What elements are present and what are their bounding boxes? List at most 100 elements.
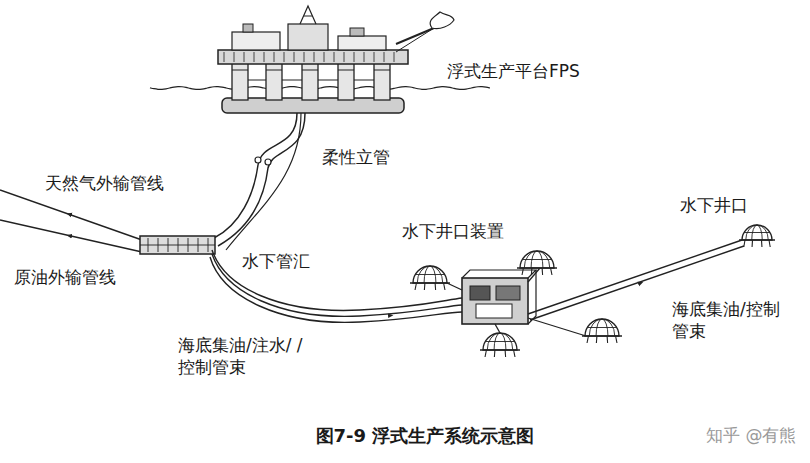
deck-rail	[344, 52, 345, 62]
dome-leg	[485, 350, 486, 357]
callout-label: 水下井口装置	[402, 220, 504, 242]
dome-leg	[616, 336, 617, 343]
wellhead-dome	[585, 319, 619, 336]
template-frame	[462, 270, 536, 278]
callout-label: 浮式生产平台FPS	[447, 60, 580, 82]
column	[266, 62, 282, 100]
dome-rib	[587, 327, 616, 328]
dome-leg	[551, 268, 552, 275]
deck-rail	[364, 52, 365, 62]
dome-rib	[522, 259, 551, 260]
dome-leg	[587, 336, 588, 343]
deck-module	[288, 24, 328, 50]
deck-rail	[294, 52, 295, 62]
template-module	[476, 304, 512, 318]
column-band	[266, 70, 282, 71]
subsea-manifold	[140, 236, 215, 254]
dome-leg	[761, 240, 763, 247]
deck-rail	[244, 52, 245, 62]
wellhead-dome	[742, 225, 772, 240]
dome-leg	[514, 350, 515, 357]
wellhead-dome	[413, 266, 447, 283]
dome-leg	[542, 268, 544, 275]
flare-flame	[430, 12, 454, 29]
dome-leg	[596, 336, 598, 343]
column-band	[374, 70, 390, 71]
dome-leg	[522, 268, 523, 275]
callout-label: 天然气外输管线	[45, 172, 164, 194]
brace	[318, 80, 338, 81]
deck-rail	[314, 52, 315, 62]
deck-rail	[384, 52, 385, 62]
gas-export-pipeline	[0, 190, 142, 240]
dome-leg	[531, 268, 533, 275]
callout-label: 水下管汇	[242, 250, 310, 272]
deck-equipment	[350, 28, 364, 36]
deck-rail	[394, 52, 395, 62]
column-band	[302, 70, 318, 71]
flowline	[528, 318, 586, 336]
dome-leg	[415, 283, 416, 290]
column-band	[338, 70, 354, 71]
flexible-riser	[226, 113, 301, 250]
deck-rail	[354, 52, 355, 62]
callout-label: 海底集油/控制 管束	[672, 298, 797, 342]
dome-rib	[415, 274, 444, 275]
column	[302, 62, 318, 100]
brace	[354, 80, 374, 81]
column	[232, 62, 248, 100]
riser-buoy	[265, 159, 271, 165]
dome-leg	[444, 283, 445, 290]
dome-leg	[607, 336, 609, 343]
flow-arrow	[69, 214, 70, 215]
callout-label: 海底集油/注水/ /控制管束	[178, 334, 343, 378]
template-module	[496, 286, 520, 300]
wellhead-dome	[483, 333, 517, 350]
watermark: 知乎 @有熊	[706, 424, 796, 446]
dome-leg	[751, 240, 753, 247]
flexible-riser	[218, 113, 305, 246]
column	[374, 62, 390, 100]
dome-leg	[505, 350, 507, 357]
deck-rail	[324, 52, 325, 62]
deck-rail	[254, 52, 255, 62]
deck-rail	[374, 52, 375, 62]
deck-module	[232, 32, 280, 50]
dome-leg	[435, 283, 437, 290]
dome-rib	[485, 341, 514, 342]
column-band	[232, 70, 248, 71]
callout-label: 柔性立管	[322, 146, 390, 168]
brace	[282, 80, 302, 81]
brace	[248, 80, 266, 81]
riser-buoy	[255, 157, 261, 163]
sea-surface	[150, 87, 490, 90]
callout-label: 水下井口	[680, 194, 748, 216]
flow-arrow	[640, 282, 641, 283]
flare-boom	[396, 28, 434, 52]
figure-caption: 图7-9 浮式生产系统示意图	[316, 424, 535, 448]
deck-equipment	[243, 24, 253, 32]
dome-leg	[494, 350, 496, 357]
deck	[218, 50, 408, 64]
flow-arrow	[69, 235, 70, 236]
flare-boom	[396, 28, 434, 44]
deck-module	[338, 36, 386, 50]
deck-rail	[304, 52, 305, 62]
deck-rail	[284, 52, 285, 62]
callout-label: 原油外输管线	[14, 266, 116, 288]
flowline	[495, 324, 500, 333]
wellhead-dome	[520, 251, 554, 268]
deck-rail	[234, 52, 235, 62]
column	[338, 62, 354, 100]
dome-leg	[424, 283, 426, 290]
dome-leg	[769, 240, 770, 247]
template-module	[470, 286, 490, 300]
derrick	[300, 6, 316, 24]
flowline	[447, 283, 462, 290]
wellhead-template	[462, 278, 528, 324]
derrick	[304, 16, 312, 17]
dome-rib	[744, 232, 770, 233]
deck-rail	[274, 52, 275, 62]
oil-export-pipeline	[0, 220, 142, 252]
